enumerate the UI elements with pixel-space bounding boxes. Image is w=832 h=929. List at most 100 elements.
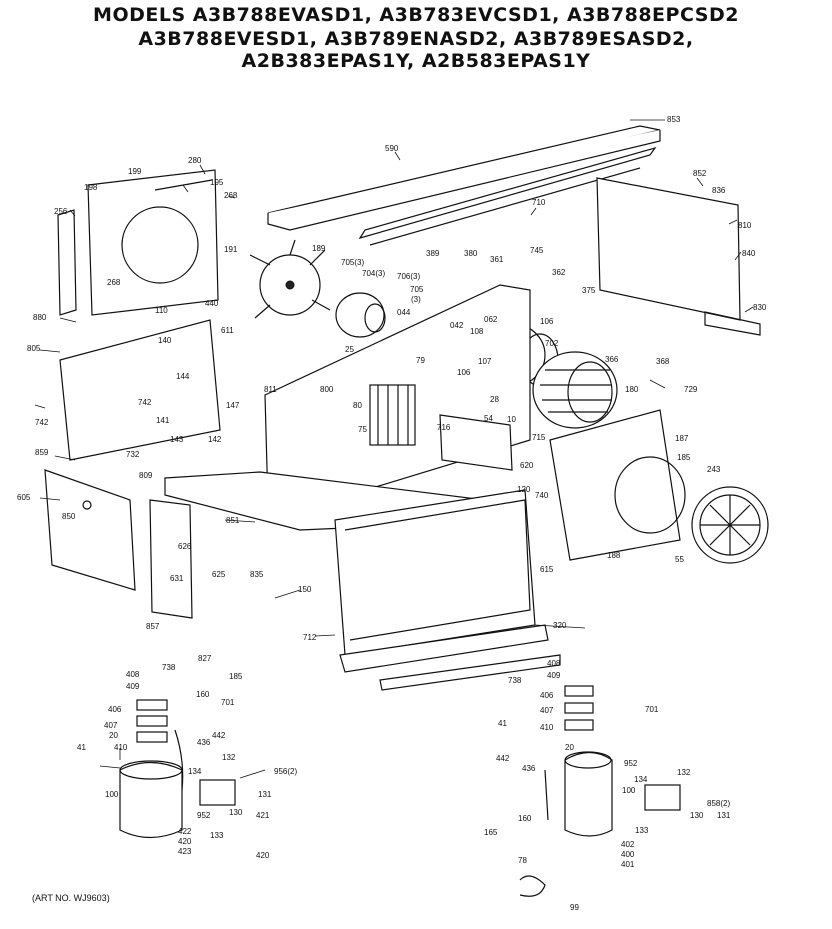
label-742-a: 742 <box>138 398 152 407</box>
label-745: 745 <box>530 246 544 255</box>
label-857: 857 <box>146 622 160 631</box>
label-78: 78 <box>518 856 527 865</box>
label-189: 189 <box>312 244 326 253</box>
label-701-right: 701 <box>645 705 659 714</box>
leader-lines <box>34 119 754 779</box>
label-625: 625 <box>212 570 226 579</box>
label-133-right: 133 <box>635 826 649 835</box>
condenser-coil-615 <box>334 489 561 691</box>
motor-25 <box>335 292 386 338</box>
label-268-top: 268 <box>224 191 238 200</box>
label-729: 729 <box>684 385 698 394</box>
side-panel-810 <box>596 177 761 336</box>
label-436-left: 436 <box>197 738 211 747</box>
label-198: 198 <box>84 183 98 192</box>
label-800: 800 <box>320 385 334 394</box>
label-108: 108 <box>470 327 484 336</box>
label-106b: 106 <box>457 368 471 377</box>
label-704-3: 704(3) <box>362 269 385 278</box>
label-79: 79 <box>416 356 425 365</box>
label-836: 836 <box>712 186 726 195</box>
label-702: 702 <box>545 339 559 348</box>
label-20-right: 20 <box>565 743 574 752</box>
label-611: 611 <box>221 326 234 335</box>
label-705: 705 <box>410 285 424 294</box>
label-380: 380 <box>464 249 478 258</box>
label-712: 712 <box>303 633 317 642</box>
label-55: 55 <box>675 555 684 564</box>
label-701-left: 701 <box>221 698 235 707</box>
label-141: 141 <box>156 416 170 425</box>
label-840: 840 <box>742 249 756 258</box>
label-809: 809 <box>139 471 153 480</box>
label-110: 110 <box>155 306 168 315</box>
label-401: 401 <box>621 860 635 869</box>
label-75: 75 <box>358 425 367 434</box>
label-144: 144 <box>176 372 190 381</box>
label-130-right: 130 <box>690 811 704 820</box>
fan-blade-189 <box>249 239 331 319</box>
label-185-left: 185 <box>229 672 243 681</box>
label-853: 853 <box>667 115 681 124</box>
label-811: 811 <box>264 385 277 394</box>
label-810: 810 <box>738 221 752 230</box>
label-25: 25 <box>345 345 354 354</box>
label-407-left: 407 <box>104 721 118 730</box>
part-labels: 853 590 852 836 199 280 198 195 268 256 … <box>17 115 767 912</box>
label-362: 362 <box>552 268 566 277</box>
label-361: 361 <box>490 255 504 264</box>
label-858-2: 858(2) <box>707 799 730 808</box>
label-740: 740 <box>535 491 549 500</box>
label-805: 805 <box>27 344 41 353</box>
label-705-3: 705(3) <box>341 258 364 267</box>
label-880: 880 <box>33 313 47 322</box>
label-131-left: 131 <box>258 790 272 799</box>
label-120: 120 <box>517 485 531 494</box>
label-409-left: 409 <box>126 682 140 691</box>
label-243: 243 <box>707 465 721 474</box>
label-134-right: 134 <box>634 775 648 784</box>
label-440: 440 <box>205 299 219 308</box>
label-421: 421 <box>256 811 270 820</box>
label-406-left: 406 <box>108 705 122 714</box>
label-620: 620 <box>520 461 534 470</box>
label-195: 195 <box>210 178 224 187</box>
panel-631 <box>149 499 193 619</box>
label-165: 165 <box>484 828 498 837</box>
label-187: 187 <box>675 434 689 443</box>
label-422: 422 <box>178 827 192 836</box>
label-706-3: 706(3) <box>397 272 420 281</box>
label-042: 042 <box>450 321 464 330</box>
label-400: 400 <box>621 850 635 859</box>
label-185: 185 <box>677 453 691 462</box>
label-106: 106 <box>540 317 554 326</box>
label-716: 716 <box>437 423 451 432</box>
label-140: 140 <box>158 336 172 345</box>
label-389: 389 <box>426 249 440 258</box>
compressor-left-100 <box>119 699 236 839</box>
label-420-b: 420 <box>256 851 270 860</box>
label-742-b: 742 <box>35 418 49 427</box>
grille-199 <box>57 169 219 316</box>
label-41-right: 41 <box>498 719 507 728</box>
evaporator-187 <box>549 409 686 561</box>
control-box-620 <box>439 414 513 471</box>
label-268-mid: 268 <box>107 278 121 287</box>
label-851: 851 <box>226 516 240 525</box>
label-20-left: 20 <box>109 731 118 740</box>
label-631: 631 <box>170 574 184 583</box>
label-41-left: 41 <box>77 743 86 752</box>
label-442-left: 442 <box>212 731 226 740</box>
label-320: 320 <box>553 621 567 630</box>
label-852: 852 <box>693 169 707 178</box>
label-732: 732 <box>126 450 140 459</box>
label-256: 256 <box>54 207 68 216</box>
label-3: (3) <box>411 295 421 304</box>
label-130-left: 130 <box>229 808 243 817</box>
label-131-right: 131 <box>717 811 731 820</box>
label-859: 859 <box>35 448 49 457</box>
label-615: 615 <box>540 565 554 574</box>
compressor-right-100 <box>519 685 681 897</box>
label-420-a: 420 <box>178 837 192 846</box>
